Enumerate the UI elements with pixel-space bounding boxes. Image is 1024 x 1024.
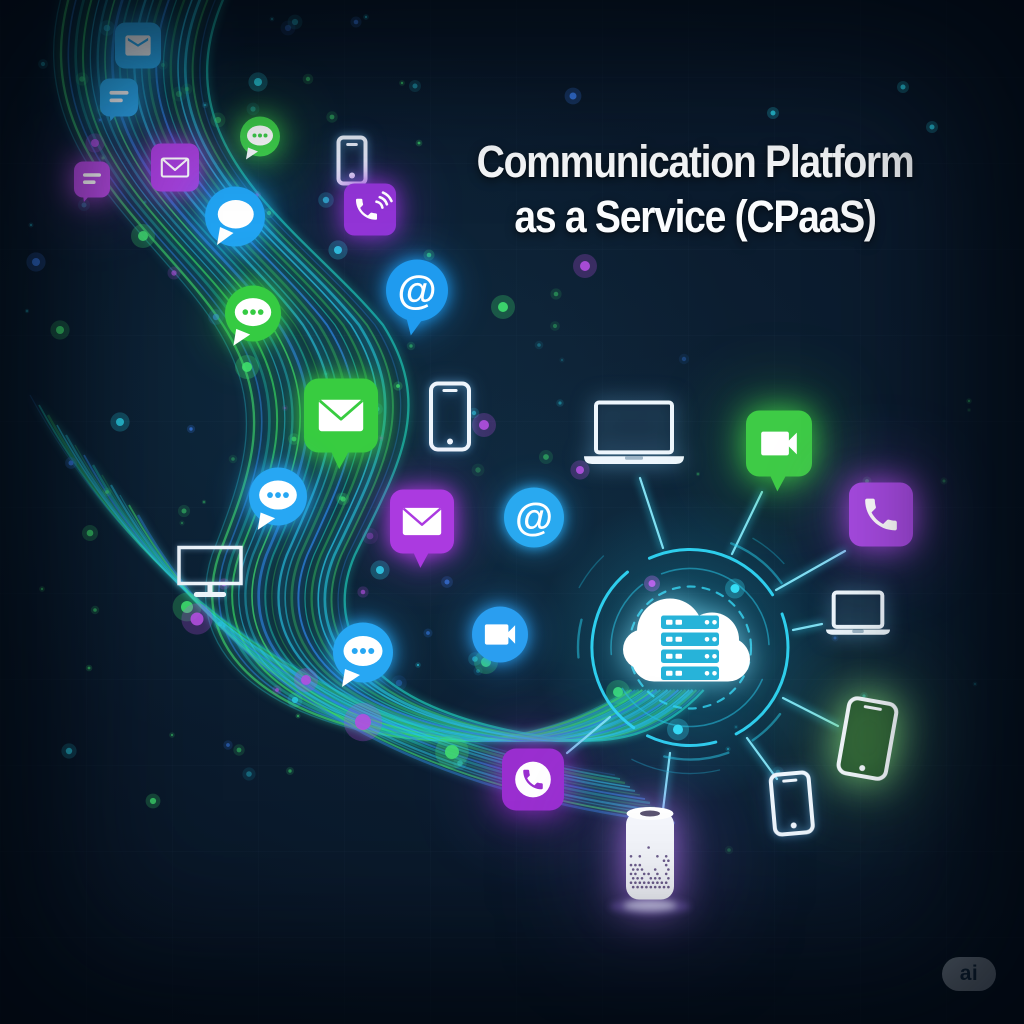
chat-lines-blue-icon	[90, 68, 149, 132]
phone-purple-square-icon	[831, 465, 930, 569]
chat-blue-large-icon	[189, 170, 282, 268]
main-title: Communication Platform as a Service (CPa…	[417, 134, 974, 244]
video-green-speech-icon	[728, 392, 830, 499]
ai-watermark-label: ai	[959, 962, 979, 985]
at-bubble-blue-icon: @	[369, 242, 465, 343]
at-circle-blue-icon: @	[488, 471, 581, 569]
title-line-1: Communication Platform	[476, 136, 915, 187]
chat-green-small-icon	[229, 106, 291, 173]
monitor-outline-icon	[169, 538, 251, 613]
smartphone-outline-small-icon	[325, 124, 380, 203]
svg-text:@: @	[515, 496, 553, 539]
smartphone-outline-mid-icon	[417, 370, 483, 469]
cloud-server-hub	[500, 458, 880, 843]
phone-circle-purple-icon	[485, 731, 581, 832]
video-circle-blue-icon	[457, 591, 544, 683]
email-blue-glow-icon	[102, 10, 173, 86]
envelope-purple-speech-icon	[372, 472, 471, 576]
chat-purple-small-icon	[64, 152, 120, 213]
svg-text:@: @	[397, 268, 436, 313]
chat-blue-dots-2-icon	[233, 452, 323, 547]
chat-green-dots-icon	[210, 270, 297, 362]
envelope-green-speech-icon	[284, 358, 399, 478]
smartphone-side	[755, 757, 829, 855]
smart-speaker	[590, 784, 710, 939]
laptop-side	[816, 583, 900, 652]
ai-watermark-badge: ai	[942, 957, 996, 991]
chat-blue-dots-3-icon	[317, 606, 410, 704]
laptop-main	[574, 393, 694, 482]
title-line-2: as a Service (CPaaS)	[514, 191, 877, 242]
smartphone-green-glow	[820, 681, 914, 802]
envelope-purple-outline-icon	[138, 130, 212, 209]
phone-waves-purple-icon	[330, 169, 411, 255]
